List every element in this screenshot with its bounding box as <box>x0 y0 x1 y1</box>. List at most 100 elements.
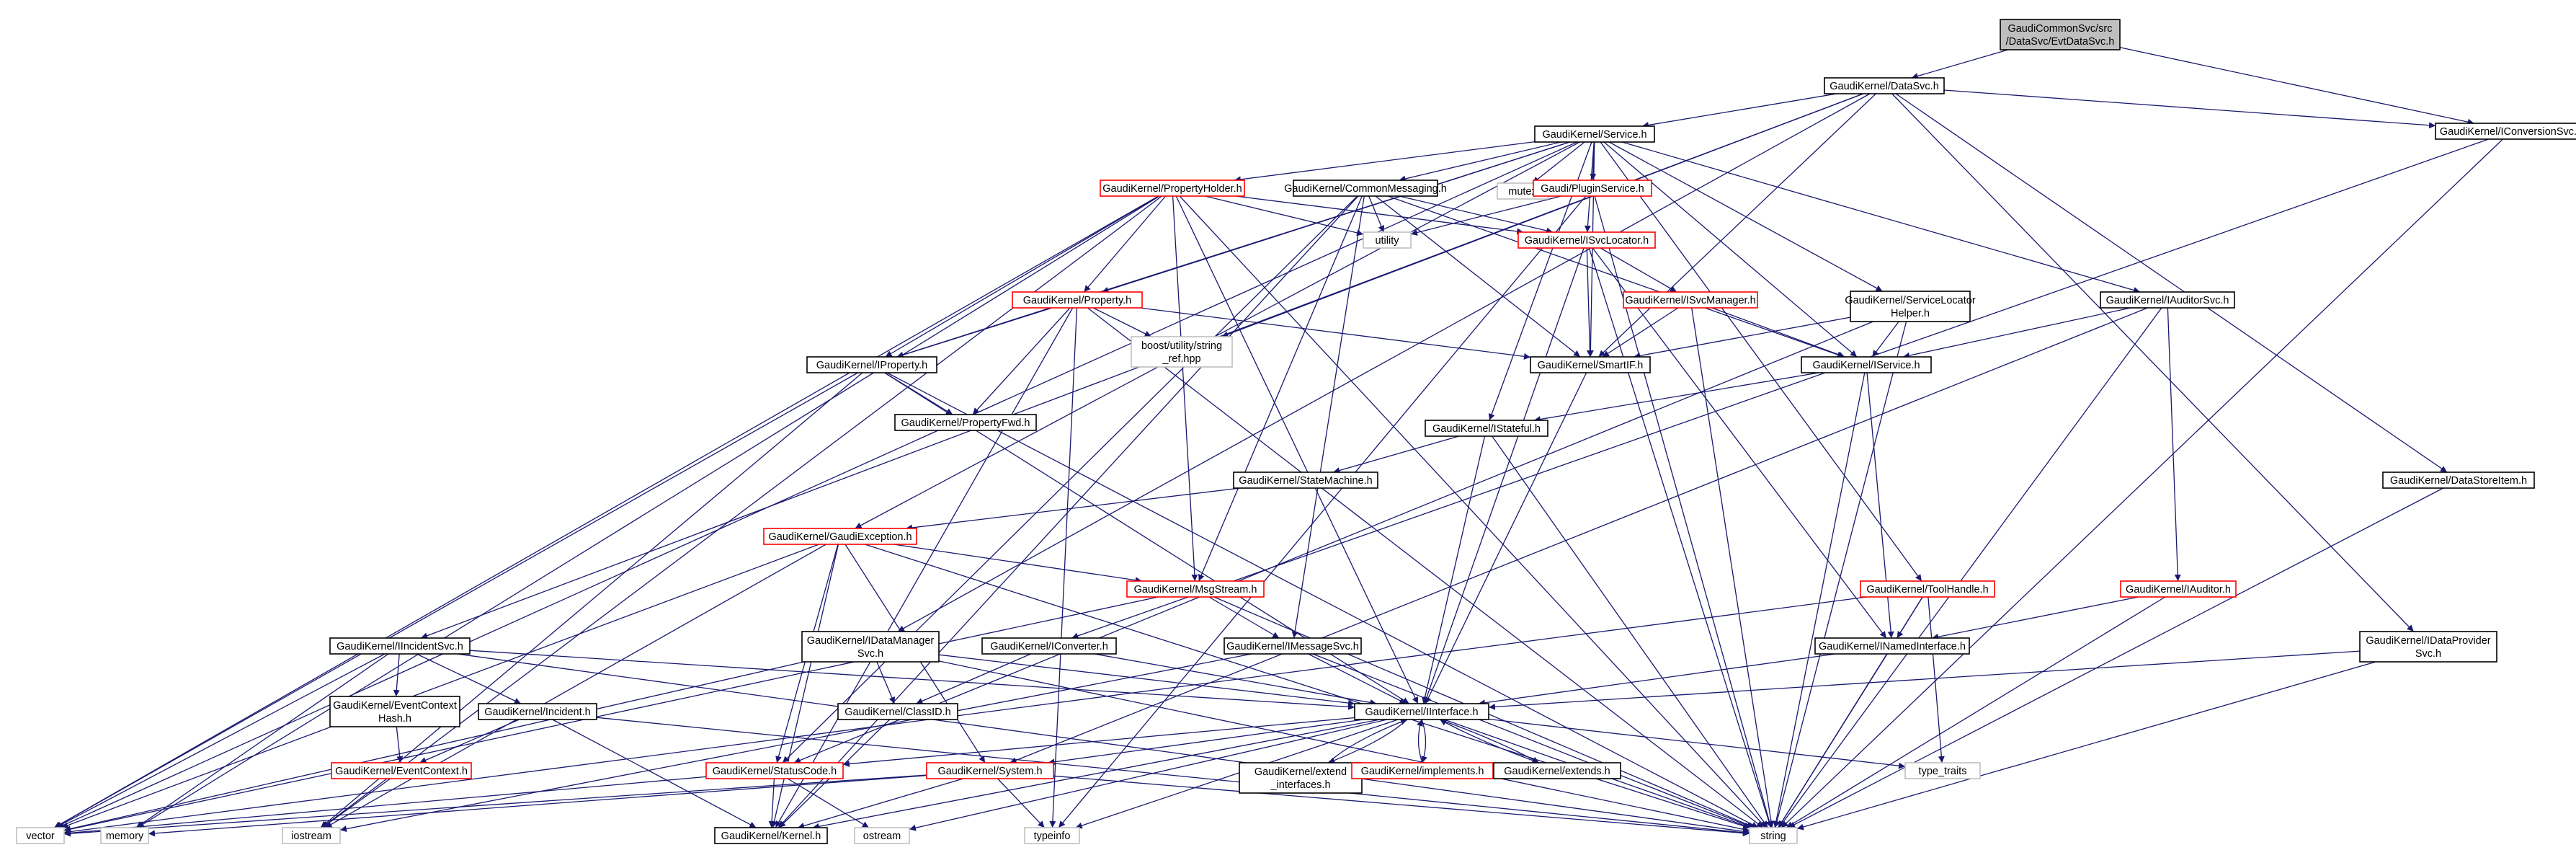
edge-eventctxhash-to-eventctx <box>396 726 404 763</box>
edge-svclochelper-to-statuscode <box>793 321 1873 763</box>
node-datastoreitem[interactable]: GaudiKernel/DataStoreItem.h <box>2382 472 2535 489</box>
node-property[interactable]: GaudiKernel/Property.h <box>1012 291 1143 309</box>
node-box-propholder <box>1100 180 1245 197</box>
node-toolhandle[interactable]: GaudiKernel/ToolHandle.h <box>1860 580 1995 598</box>
node-box-iauditor <box>2120 580 2237 598</box>
node-box-memory <box>100 827 149 844</box>
edge-iinterface-to-statuscode <box>842 717 1355 767</box>
node-service[interactable]: GaudiKernel/Service.h <box>1534 125 1655 143</box>
edge-property-to-typeinfo <box>1049 307 1078 828</box>
node-box-vector <box>16 827 65 844</box>
edge-isvcmanager-to-smartif <box>1602 307 1679 358</box>
node-boostref[interactable]: boost/utility/string_ref.hpp <box>1131 336 1233 368</box>
node-label-isvcmanager: GaudiKernel/ISvcManager.h <box>1625 295 1755 306</box>
node-commonmsg[interactable]: GaudiKernel/CommonMessaging.h <box>1284 180 1447 197</box>
node-box-iconverter <box>981 637 1117 655</box>
node-label-istateful: GaudiKernel/IStateful.h <box>1432 423 1541 435</box>
node-label-property: GaudiKernel/Property.h <box>1023 295 1131 306</box>
node-extendif[interactable]: GaudiKernel/extend_interfaces.h <box>1239 762 1363 794</box>
node-statuscode[interactable]: GaudiKernel/StatusCode.h <box>705 762 844 779</box>
node-system[interactable]: GaudiKernel/System.h <box>926 762 1054 779</box>
node-iincident[interactable]: GaudiKernel/Incident.h <box>478 703 597 720</box>
edge-idataprovider-to-string <box>1796 661 2376 831</box>
edge-iinterface-to-extends <box>1439 719 1540 763</box>
edge-iauditorsvc-to-string <box>1778 307 2162 828</box>
edge-iincident-to-kernel <box>552 719 757 828</box>
node-isvcmanager[interactable]: GaudiKernel/ISvcManager.h <box>1623 291 1758 309</box>
node-iauditor[interactable]: GaudiKernel/IAuditor.h <box>2120 580 2237 598</box>
node-vector[interactable]: vector <box>16 827 65 844</box>
node-pluginsvc[interactable]: Gaudi/PluginService.h <box>1533 180 1652 197</box>
node-gaudiexc[interactable]: GaudiKernel/GaudiException.h <box>763 528 917 545</box>
node-label-mutex: mutex <box>1508 186 1537 198</box>
node-label-kernel: GaudiKernel/Kernel.h <box>721 831 821 842</box>
node-propholder[interactable]: GaudiKernel/PropertyHolder.h <box>1100 180 1245 197</box>
node-box-statuscode <box>705 762 844 779</box>
node-label-svclochelper-line-1: GaudiKernel/ServiceLocator <box>1845 295 1976 306</box>
node-box-eventctxhash <box>329 696 460 727</box>
node-utility[interactable]: utility <box>1363 231 1412 249</box>
node-iservice[interactable]: GaudiKernel/IService.h <box>1801 356 1932 373</box>
node-imessagesvc[interactable]: GaudiKernel/IMessageSvc.h <box>1224 637 1362 655</box>
node-label-pluginsvc: Gaudi/PluginService.h <box>1541 183 1644 195</box>
node-string[interactable]: string <box>1749 827 1798 844</box>
edge-idatamanager-to-string <box>938 660 1750 833</box>
edge-datasvc-to-boostref <box>1221 93 1864 338</box>
edge-commonmsg-to-utility <box>1368 195 1385 233</box>
node-label-iinterface: GaudiKernel/IInterface.h <box>1365 707 1478 718</box>
node-label-eventctxhash-line-1: GaudiKernel/EventContext <box>333 700 457 712</box>
node-iconvsvc[interactable]: GaudiKernel/IConversionSvc.h <box>2435 123 2576 140</box>
node-iincidentsvc[interactable]: GaudiKernel/IIncidentSvc.h <box>329 637 471 655</box>
edge-system-to-vector <box>63 774 927 837</box>
node-iauditorsvc[interactable]: GaudiKernel/IAuditorSvc.h <box>2100 291 2235 309</box>
node-label-implements: GaudiKernel/implements.h <box>1361 766 1484 777</box>
node-label-service: GaudiKernel/Service.h <box>1542 129 1646 141</box>
node-box-datastoreitem <box>2382 472 2535 489</box>
node-iconverter[interactable]: GaudiKernel/IConverter.h <box>981 637 1117 655</box>
node-box-property <box>1012 291 1143 309</box>
node-box-eventctx <box>331 762 472 779</box>
node-ostream[interactable]: ostream <box>854 827 910 844</box>
node-statemachine[interactable]: GaudiKernel/StateMachine.h <box>1233 472 1378 489</box>
node-box-ostream <box>854 827 910 844</box>
node-msgstream[interactable]: GaudiKernel/MsgStream.h <box>1126 580 1265 598</box>
node-classid[interactable]: GaudiKernel/ClassID.h <box>837 703 958 720</box>
edge-iservice-to-inamedif <box>1866 372 1894 639</box>
node-iinterface[interactable]: GaudiKernel/IInterface.h <box>1354 703 1489 720</box>
node-eventctx[interactable]: GaudiKernel/EventContext.h <box>331 762 472 779</box>
node-propfwd[interactable]: GaudiKernel/PropertyFwd.h <box>894 414 1037 431</box>
node-isvclocator[interactable]: GaudiKernel/ISvcLocator.h <box>1517 231 1656 249</box>
node-box-imessagesvc <box>1224 637 1362 655</box>
node-smartif[interactable]: GaudiKernel/SmartIF.h <box>1530 356 1651 373</box>
edge-imessagesvc-to-iinterface <box>1308 653 1407 704</box>
edge-smartif-to-iinterface <box>1425 372 1587 704</box>
node-typetraits[interactable]: type_traits <box>1904 762 1981 779</box>
node-implements[interactable]: GaudiKernel/implements.h <box>1351 762 1494 779</box>
node-box-string <box>1749 827 1798 844</box>
node-typeinfo[interactable]: typeinfo <box>1024 827 1080 844</box>
edge-commonmsg-to-msgstream <box>1198 195 1363 582</box>
edge-gaudiexc-to-vector <box>61 544 819 829</box>
node-label-classid: GaudiKernel/ClassID.h <box>844 707 951 718</box>
node-inamedif[interactable]: GaudiKernel/INamedInterface.h <box>1814 637 1970 655</box>
node-iostream[interactable]: iostream <box>282 827 341 844</box>
node-box-gaudiexc <box>763 528 917 545</box>
node-root[interactable]: GaudiCommonSvc/src/DataSvc/EvtDataSvc.h <box>2000 19 2121 50</box>
edge-system-to-memory <box>148 774 927 837</box>
edge-service-to-iservice <box>1603 141 1858 358</box>
node-iproperty[interactable]: GaudiKernel/IProperty.h <box>806 356 937 373</box>
node-label-vector: vector <box>26 831 55 842</box>
edge-imessagesvc-to-string <box>1312 653 1754 828</box>
edge-iincidentsvc-to-vector <box>55 653 385 828</box>
node-label-extends: GaudiKernel/extends.h <box>1504 766 1610 777</box>
node-istateful[interactable]: GaudiKernel/IStateful.h <box>1425 420 1548 437</box>
node-datasvc[interactable]: GaudiKernel/DataSvc.h <box>1824 77 1945 94</box>
edge-statuscode-to-ostream <box>787 778 870 828</box>
node-kernel[interactable]: GaudiKernel/Kernel.h <box>714 827 828 844</box>
node-memory[interactable]: memory <box>100 827 149 844</box>
node-extends[interactable]: GaudiKernel/extends.h <box>1493 762 1621 779</box>
